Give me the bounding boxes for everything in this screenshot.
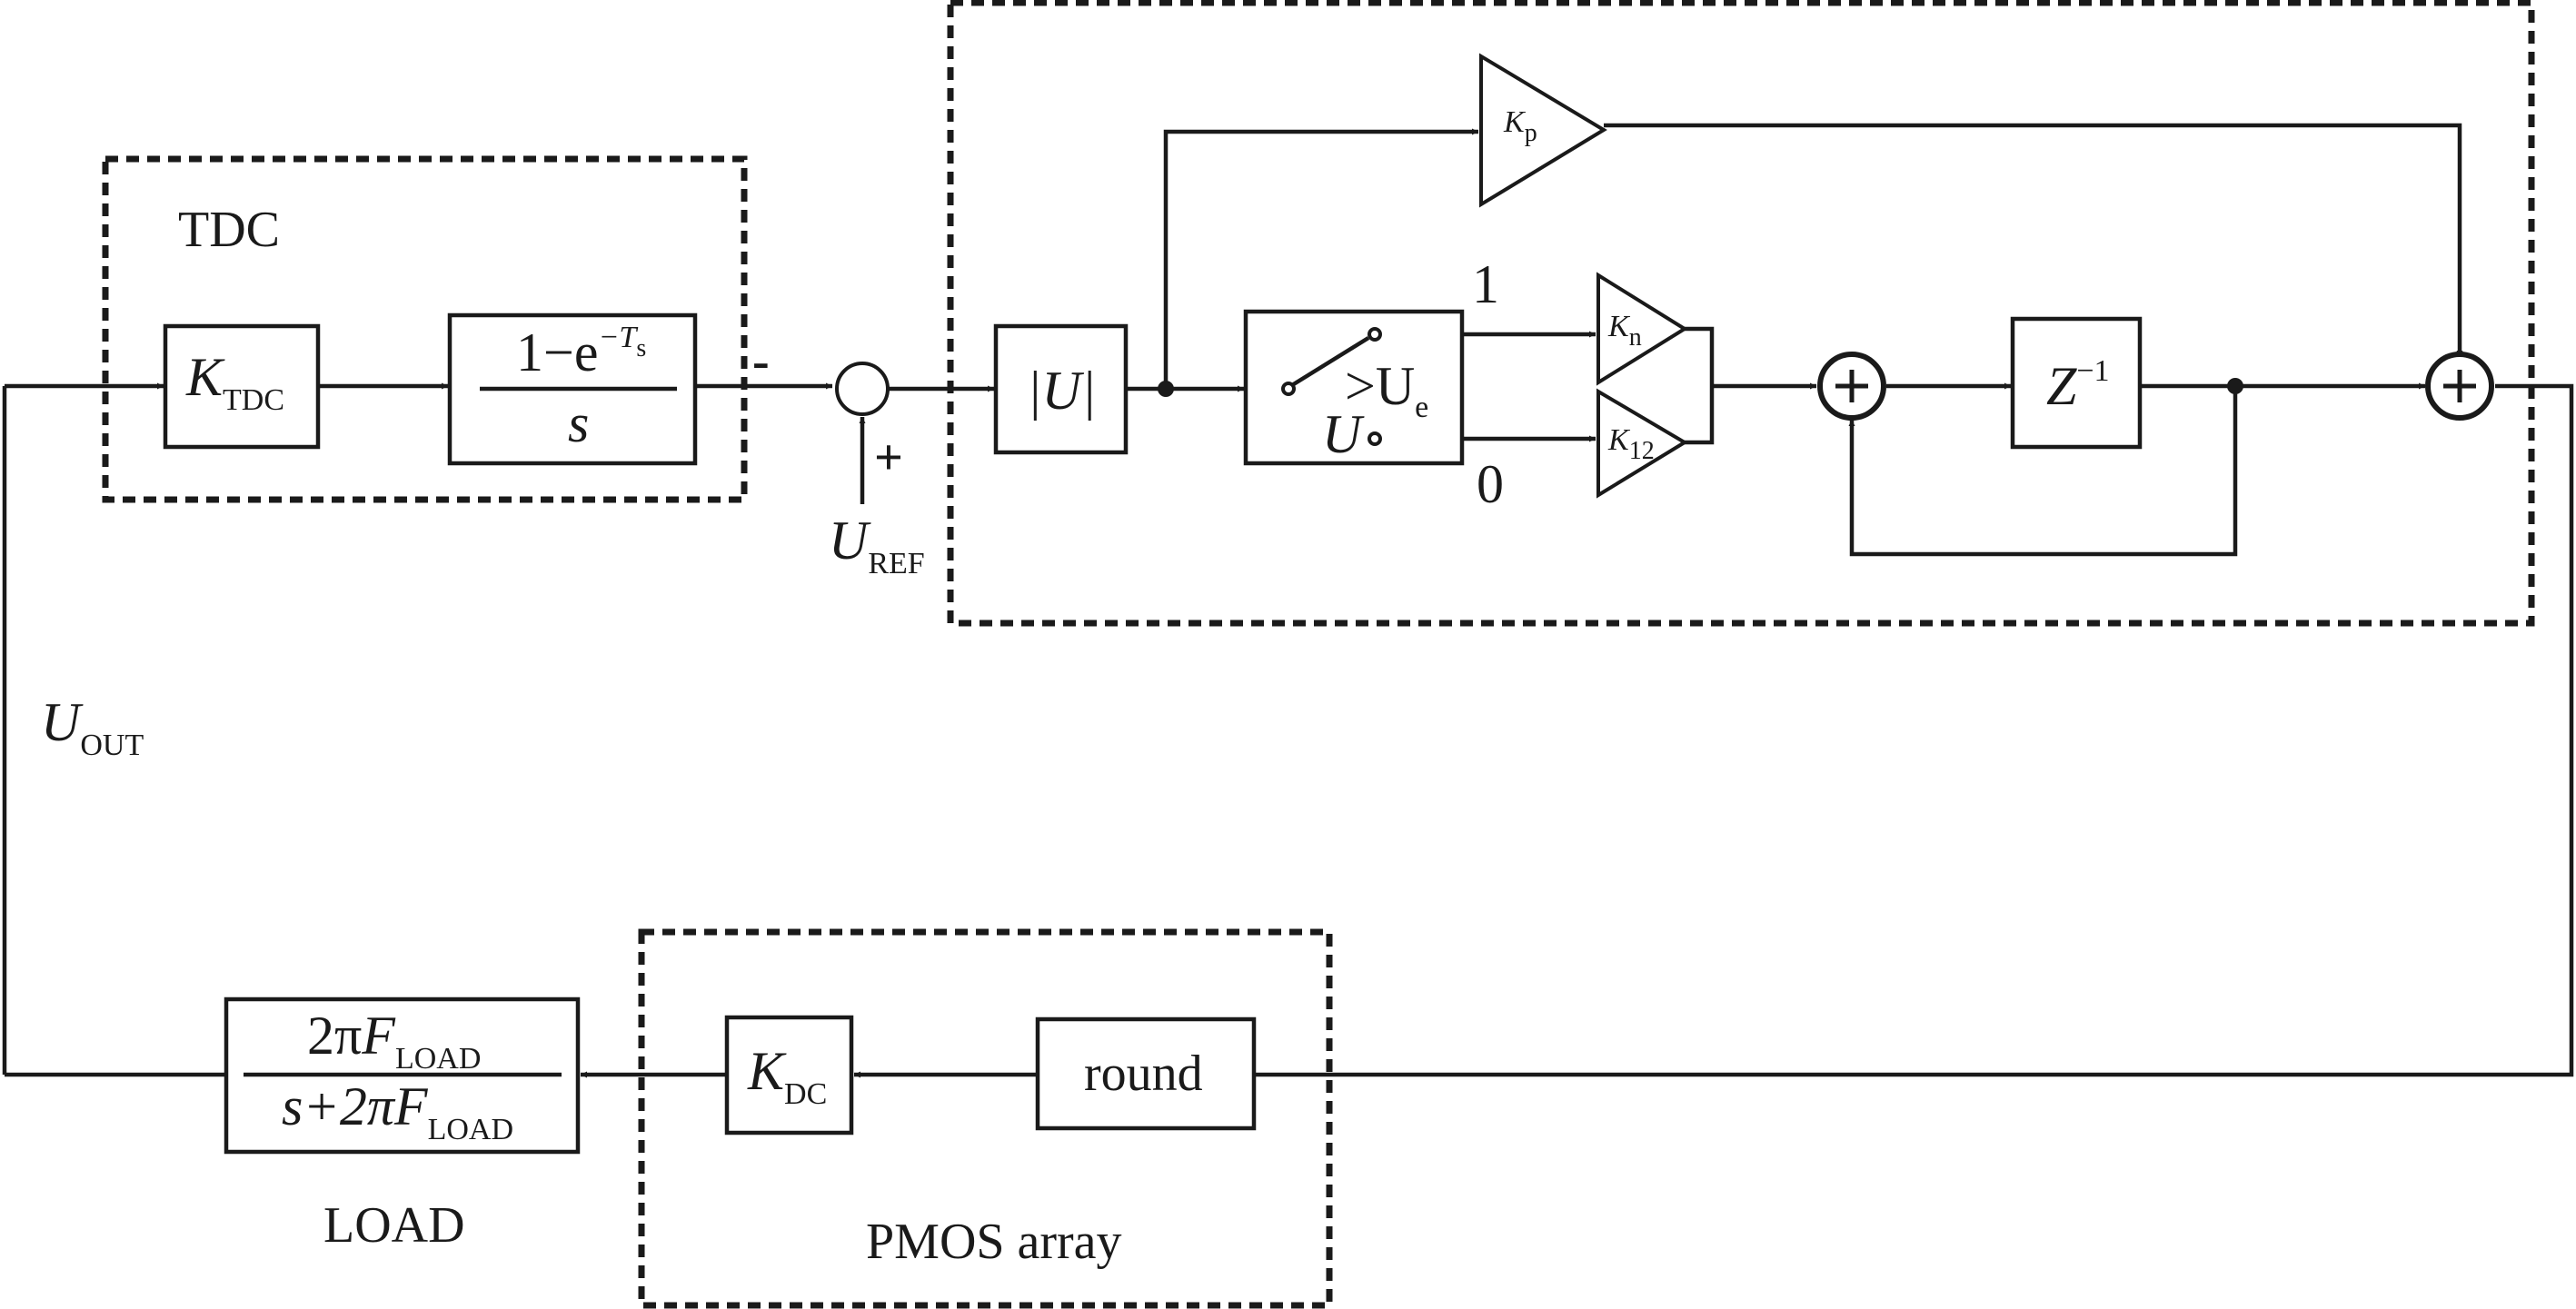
comparator-switch-block: >Ue U [1243,309,1465,466]
round-label: round [1084,1046,1203,1102]
switch-input-contact [1281,382,1296,396]
integrator-denominator: s [568,393,589,453]
unit-delay-block: Z−1 [2010,316,2143,450]
uout-label: UOUT [41,692,144,762]
switch-label-1: 1 [1472,254,1499,314]
comparator-u: U [1322,404,1365,464]
svg-text:KTDC: KTDC [185,347,284,417]
switch-label-0: 0 [1477,454,1504,514]
controller-group-frame [947,0,2535,627]
k-tdc-block: KTDC [163,323,321,450]
load-denominator: s+2πFLOAD [282,1076,513,1146]
switch-contact-1 [1368,327,1382,342]
output-adder [2425,352,2494,421]
svg-text:Z−1: Z−1 [2046,354,2110,416]
integrator-exponent: −T [598,321,638,354]
k12-gain-block: K12 [1596,388,1688,499]
wire-kn-out [1685,326,1715,445]
load-transfer-block: 2πFLOAD s+2πFLOAD [224,997,581,1155]
k-dc-block: KDC [724,1015,854,1135]
switch-blade [1290,336,1370,387]
k-tdc-sub: TDC [223,383,284,417]
integrator-exponent-sub: s [636,334,646,362]
junction-dot-delay [2227,378,2243,394]
svg-text:Kp: Kp [1503,105,1537,147]
round-block: round [1035,1016,1257,1131]
pmos-array-group-frame [638,928,1333,1309]
wire-kp-to-output-adder [1604,123,2463,357]
abs-value-label: |U| [1027,361,1096,421]
wire-accumulator-feedback [1848,386,2238,557]
uref-label: UREF [829,511,925,580]
kn-gain-block: Kn [1596,272,1688,386]
plus-sign: + [874,430,903,486]
accumulator-adder [1817,352,1886,421]
kp-gain-block: Kp [1479,53,1607,208]
wire-junction-to-kp [1163,128,1478,389]
tdc-group-label: TDC [178,202,280,258]
load-label: LOAD [323,1197,465,1254]
comparator-threshold: >Ue [1345,356,1428,424]
junction-dot-abs [1158,381,1174,397]
abs-value-block: |U| [993,323,1129,455]
error-summing-node [835,362,890,416]
integrator-block: 1−e−Ts s [447,312,698,466]
minus-sign: - [752,333,770,390]
switch-contact-0 [1368,431,1382,446]
integrator-numerator: 1−e [516,322,598,382]
svg-text:K12: K12 [1607,423,1655,465]
tdc-group-frame [102,155,748,503]
wire-output-to-round [1254,383,2574,1077]
svg-text:Kn: Kn [1607,310,1642,352]
svg-text:1−e−Ts: 1−e−Ts [516,321,646,382]
k-tdc-main: K [185,347,225,407]
pmos-array-label: PMOS array [866,1214,1122,1270]
load-numerator: 2πFLOAD [307,1006,481,1076]
svg-text:KDC: KDC [747,1041,827,1111]
